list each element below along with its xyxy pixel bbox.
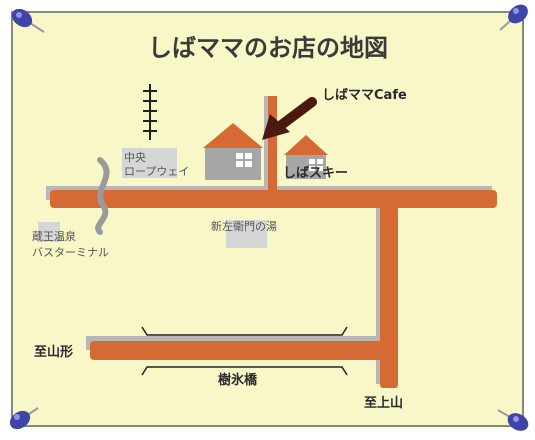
push-pin-icon (11, 8, 45, 33)
map-paper (11, 11, 524, 427)
map-title: しばママのお店の地図 (148, 34, 388, 62)
push-pin-icon (497, 409, 529, 431)
road-horizontal-main (50, 190, 497, 208)
bus-terminal-label-line2: バスターミナル (32, 246, 109, 259)
road-vertical-south (380, 206, 398, 388)
to-yamagata-label: 至山形 (34, 344, 73, 360)
push-pin-icon (9, 407, 39, 430)
ropeway-line (95, 157, 110, 235)
to-kaminoyama-label: 至上山 (364, 395, 403, 411)
roads (50, 96, 497, 388)
bridge-label: 樹氷橋 (218, 372, 258, 388)
bus-terminal-box (38, 222, 60, 242)
bus-terminal-label-line1: 蔵王温泉 (32, 229, 76, 243)
road-cafe-branch (268, 96, 277, 191)
house-icon (203, 123, 263, 180)
cafe-label: しばママCafe (322, 88, 407, 103)
ski-shop-label: しばスキー (283, 166, 348, 181)
ropeway-label-line2: ロープウェイ (124, 165, 189, 178)
ropeway-pylon-icon (143, 84, 157, 140)
bridge-lines (141, 326, 348, 376)
ropeway-station-box (122, 148, 177, 178)
arrow-icon (262, 97, 317, 140)
bath-box (226, 220, 267, 248)
road-horizontal-lower (90, 341, 396, 360)
house-icon (284, 135, 328, 179)
push-pin-icon (499, 4, 528, 31)
ropeway-label-line1: 中央 (124, 151, 146, 164)
bath-label: 新左衛門の湯 (211, 219, 277, 233)
